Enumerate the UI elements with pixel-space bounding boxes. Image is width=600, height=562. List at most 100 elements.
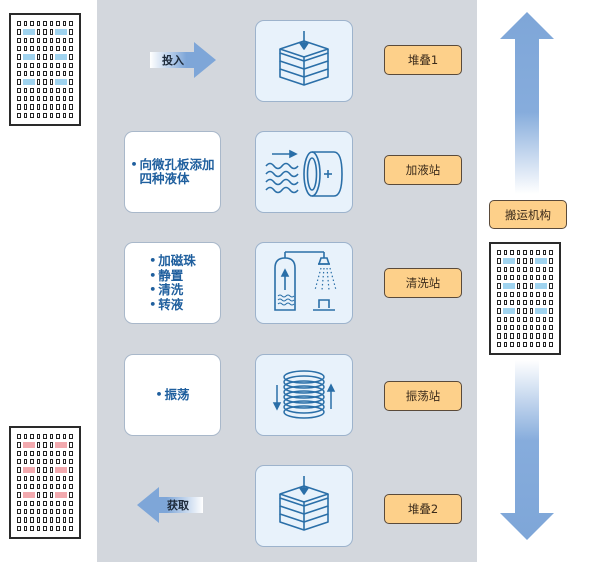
well (23, 459, 28, 465)
well (49, 475, 54, 481)
well (43, 492, 47, 498)
well (497, 291, 501, 297)
well (536, 341, 540, 347)
well (43, 525, 47, 531)
well (23, 475, 28, 481)
well (549, 300, 553, 306)
step-item: 振荡 (155, 387, 189, 403)
well (49, 37, 54, 43)
well (17, 492, 21, 498)
well (542, 275, 547, 281)
well (497, 266, 501, 272)
well (23, 434, 28, 440)
well (17, 459, 21, 465)
well (56, 46, 60, 52)
well (529, 300, 534, 306)
highlighted-wells (502, 258, 515, 264)
well (523, 291, 527, 297)
well (36, 112, 41, 118)
well (510, 316, 514, 322)
well (516, 266, 521, 272)
well (30, 46, 34, 52)
well (516, 325, 521, 331)
well (69, 467, 73, 473)
well (542, 266, 547, 272)
well (69, 475, 73, 481)
well (17, 37, 21, 43)
step-item: 加磁珠 (149, 253, 196, 269)
well (523, 308, 527, 314)
wash-steps-card: 加磁珠 静置 清洗 转液 (124, 242, 221, 324)
well (529, 250, 534, 256)
well (43, 54, 47, 60)
output-arrow-label: 获取 (167, 499, 189, 512)
well (503, 300, 508, 306)
well (43, 467, 47, 473)
well (43, 79, 47, 85)
well (56, 434, 60, 440)
step-item: 清洗 (149, 282, 196, 298)
well (523, 333, 527, 339)
well (36, 46, 41, 52)
well (523, 250, 527, 256)
well (23, 71, 28, 77)
well (23, 62, 28, 68)
well (30, 509, 34, 515)
well (49, 79, 54, 85)
well (62, 484, 67, 490)
wash-station-icon (274, 251, 337, 311)
well (30, 112, 34, 118)
well (36, 467, 41, 473)
well (30, 21, 34, 27)
well (56, 104, 60, 110)
well (49, 46, 54, 52)
well (49, 54, 54, 60)
well (529, 341, 534, 347)
well (510, 291, 514, 297)
station-label-dispense: 加液站 (384, 155, 462, 185)
well (49, 112, 54, 118)
well (43, 484, 47, 490)
well (49, 442, 54, 448)
well (49, 96, 54, 102)
well (56, 96, 60, 102)
well (497, 308, 501, 314)
well (62, 87, 67, 93)
transport-up-arrow (500, 12, 554, 194)
well (17, 525, 21, 531)
well (536, 325, 540, 331)
well (36, 442, 41, 448)
well (56, 71, 60, 77)
well (36, 517, 41, 523)
transport-label: 搬运机构 (489, 200, 567, 229)
well (43, 500, 47, 506)
well (542, 325, 547, 331)
well (542, 250, 547, 256)
highlighted-wells (502, 308, 515, 314)
well (30, 434, 34, 440)
well (542, 333, 547, 339)
well (62, 450, 67, 456)
well (36, 21, 41, 27)
well (549, 333, 553, 339)
well (516, 308, 521, 314)
well (36, 87, 41, 93)
well (49, 21, 54, 27)
well (523, 275, 527, 281)
well (69, 62, 73, 68)
well (56, 21, 60, 27)
step-item: 转液 (149, 297, 196, 313)
well (49, 509, 54, 515)
well (30, 37, 34, 43)
well (542, 316, 547, 322)
well (23, 46, 28, 52)
well (69, 54, 73, 60)
highlighted-wells (22, 442, 35, 448)
well (69, 525, 73, 531)
well (23, 517, 28, 523)
well (17, 79, 21, 85)
well (36, 71, 41, 77)
well (497, 283, 501, 289)
shake-station-card (255, 354, 353, 436)
